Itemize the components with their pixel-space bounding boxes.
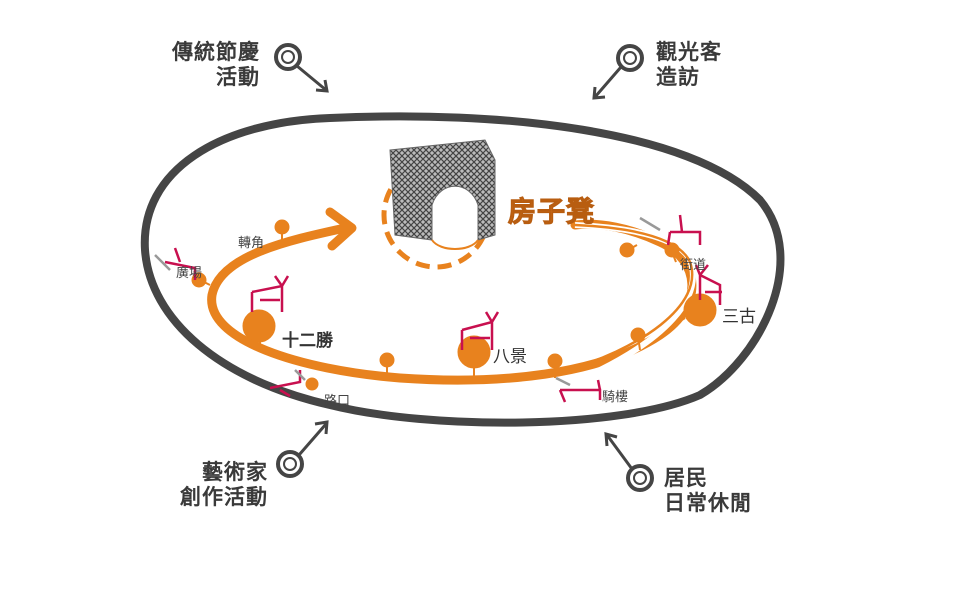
deer-icon (555, 376, 602, 403)
pin (630, 327, 646, 351)
corner-line: 日常休閒 (664, 491, 752, 515)
route-main-path (207, 219, 697, 385)
corner-line: 傳統節慶 (172, 40, 260, 64)
magnifier-icon-top-right (592, 44, 644, 100)
magnifier-icon-top-left (274, 43, 329, 93)
magnifier-icons (274, 43, 654, 492)
corner-label-traditional-festivals: 傳統節慶 活動 (140, 40, 260, 90)
community-boundary (140, 112, 785, 427)
deer-sculpture-icons (154, 214, 722, 403)
magnifier-icon-bottom-right (604, 431, 654, 492)
deer-icon (269, 369, 306, 398)
corner-line: 創作活動 (180, 485, 268, 509)
diagram-title: 房子凳 (507, 195, 596, 229)
route-arrowhead (325, 207, 357, 251)
corner-label-residents: 居民 日常休閒 (664, 466, 752, 516)
node-circle (457, 335, 491, 382)
pin (619, 242, 638, 258)
corner-line: 造訪 (656, 65, 700, 89)
pin (379, 352, 395, 378)
magnifier-icon-bottom-left (276, 420, 329, 478)
route-pins (191, 219, 717, 391)
pin (274, 219, 290, 240)
pin (664, 242, 680, 263)
place-label-arcade: 騎樓 (602, 390, 629, 405)
route-thin-path (559, 223, 694, 374)
house-stool-building-icon (389, 139, 496, 250)
node-circle (242, 309, 276, 348)
node-label-bajing: 八景 (493, 347, 527, 367)
deer-icon (250, 275, 290, 312)
corner-line: 藝術家 (202, 460, 268, 484)
deer-icon (460, 311, 500, 350)
deer-icon (154, 247, 197, 280)
corner-label-tourists: 觀光客 造訪 (656, 40, 722, 90)
pin (547, 353, 563, 378)
node-label-shiersheng: 十二勝 (282, 331, 333, 351)
corner-label-artists: 藝術家 創作活動 (150, 460, 268, 510)
deer-icon (694, 264, 722, 305)
place-label-intersection: 路口 (324, 394, 351, 409)
corner-line: 居民 (664, 466, 708, 490)
place-label-street: 街道 (680, 258, 707, 273)
place-label-plaza: 廣場 (176, 266, 203, 281)
corner-line: 活動 (216, 65, 260, 89)
pin (305, 377, 319, 391)
node-label-sangu: 三古 (722, 307, 756, 327)
corner-line: 觀光客 (656, 40, 722, 64)
place-label-corner: 轉角 (238, 236, 265, 251)
deer-icon (639, 214, 702, 246)
